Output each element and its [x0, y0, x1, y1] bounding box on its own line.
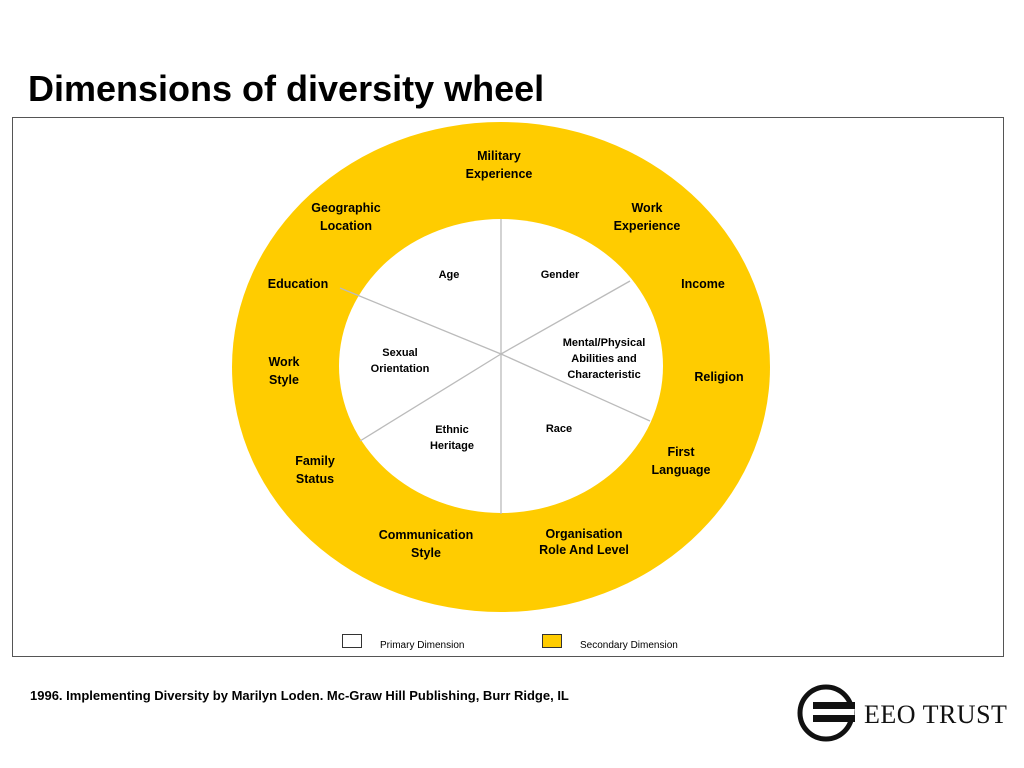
eeo-trust-logo-text: EEO TRUST	[864, 700, 1008, 729]
primary-ethnic-heritage: Ethnic Heritage	[429, 424, 475, 452]
primary-sexual-orientation: Sexual Orientation	[370, 347, 430, 375]
primary-dividers	[339, 219, 651, 514]
legend-primary-label: Primary Dimension	[380, 640, 465, 651]
secondary-geographic-location: Geographic Location	[311, 201, 381, 233]
secondary-military-experience: Military Experience	[465, 149, 533, 181]
secondary-work-experience: Work Experience	[613, 201, 681, 233]
diagram-frame: Military Experience Work Experience Inco…	[12, 117, 1004, 657]
primary-race: Race	[545, 423, 573, 435]
secondary-religion: Religion	[694, 370, 744, 384]
secondary-income: Income	[681, 277, 725, 291]
citation-text: 1996. Implementing Diversity by Marilyn …	[30, 688, 569, 703]
secondary-family-status: Family Status	[295, 454, 335, 486]
primary-gender: Gender	[540, 269, 580, 281]
secondary-first-language: First Language	[651, 445, 711, 477]
divider-line	[500, 353, 651, 422]
diversity-wheel	[232, 122, 770, 612]
secondary-work-style: Work Style	[268, 355, 300, 387]
secondary-education: Education	[267, 277, 329, 291]
primary-mental-physical: Mental/Physical Abilities and Characteri…	[562, 337, 646, 381]
primary-age: Age	[438, 269, 460, 281]
legend-primary-swatch	[342, 634, 362, 648]
divider-line	[359, 353, 502, 442]
legend-secondary-label: Secondary Dimension	[580, 640, 678, 651]
divider-line	[339, 287, 502, 355]
divider-line	[500, 280, 631, 355]
secondary-communication-style: Communication Style	[378, 528, 474, 560]
legend-secondary-swatch	[542, 634, 562, 648]
page-title: Dimensions of diversity wheel	[28, 68, 545, 109]
eeo-trust-e-logo-icon	[797, 684, 855, 742]
secondary-organisation-role: Organisation Role And Level	[539, 527, 629, 557]
